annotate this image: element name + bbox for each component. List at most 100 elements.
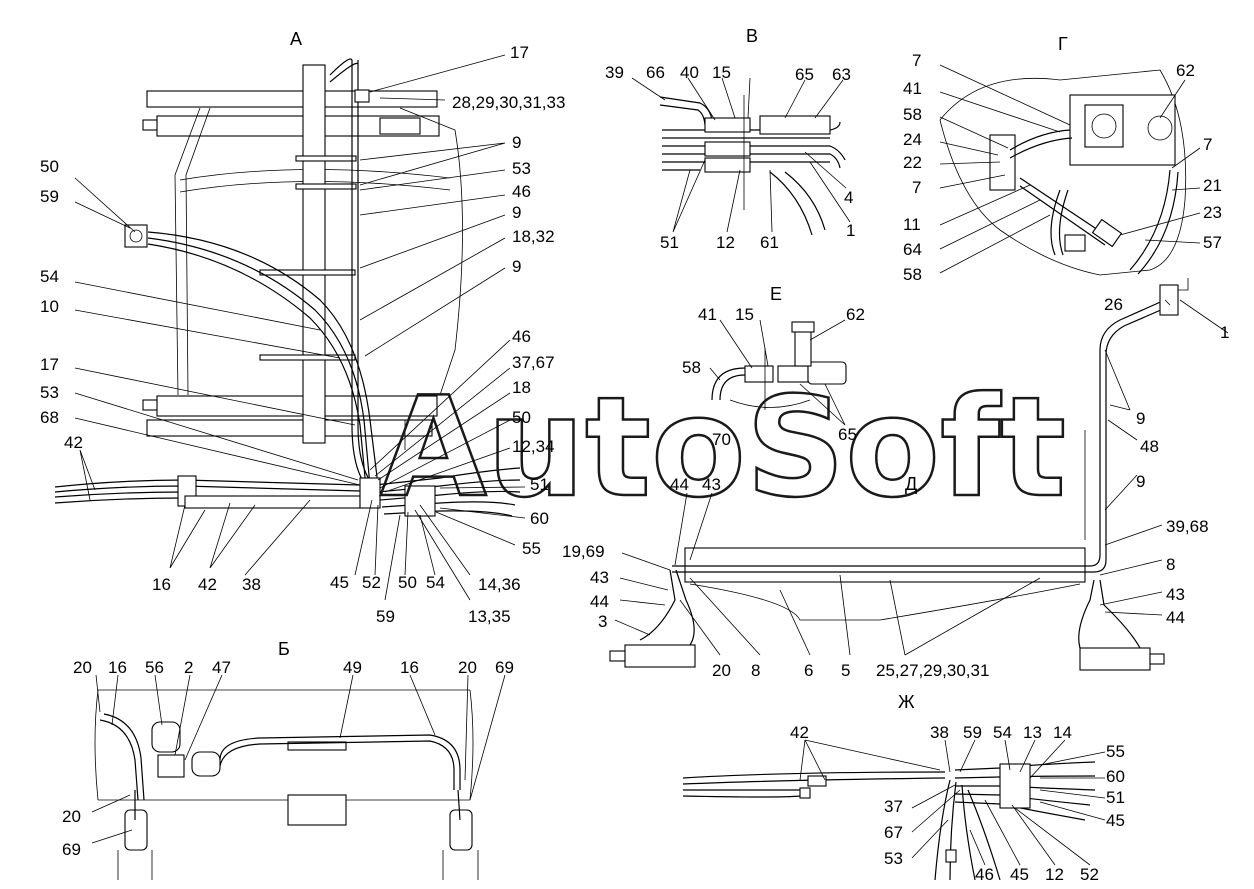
callout: 44 [1166, 608, 1185, 627]
watermark: AutoSoft [380, 367, 1066, 528]
callout: 13,35 [468, 607, 511, 626]
callout: 48 [1140, 437, 1159, 456]
callout: 50 [398, 573, 417, 592]
leader-lines [74, 54, 1229, 866]
callout: 53 [884, 849, 903, 868]
callout: 18,32 [512, 227, 555, 246]
view-g-drawing [939, 69, 1187, 276]
callout: 39 [605, 63, 624, 82]
callout: 51 [1106, 788, 1125, 807]
callout: 6 [804, 661, 813, 680]
callout: 9 [1136, 472, 1145, 491]
callout: 44 [670, 475, 689, 494]
callout: 47 [212, 658, 231, 677]
callout: 65 [838, 425, 857, 444]
callout: 58 [903, 105, 922, 124]
callout: 9 [512, 133, 521, 152]
callout: 69 [62, 840, 81, 859]
callout: 1 [1220, 323, 1229, 342]
callout: 16 [400, 658, 419, 677]
callout: 55 [522, 539, 541, 558]
callout: 24 [903, 130, 922, 149]
callout: 15 [735, 305, 754, 324]
callout: 69 [495, 658, 514, 677]
callout: 17 [510, 43, 529, 62]
callout: 63 [832, 65, 851, 84]
callout: 41 [698, 305, 717, 324]
callout: 59 [376, 607, 395, 626]
callout: 43 [1166, 585, 1185, 604]
view-a-drawing [54, 58, 521, 517]
callout: 49 [343, 658, 362, 677]
callout: 14,36 [478, 575, 521, 594]
callout: 61 [760, 233, 779, 252]
callout: 8 [751, 661, 760, 680]
callout: 53 [40, 383, 59, 402]
callout: 38 [930, 723, 949, 742]
callout: 45 [1106, 811, 1125, 830]
callout: 65 [795, 65, 814, 84]
callout: 67 [884, 823, 903, 842]
callout: 56 [145, 658, 164, 677]
callout: 20 [73, 658, 92, 677]
view-d-title: Д [905, 474, 917, 494]
callout: 44 [590, 592, 609, 611]
callout: 40 [680, 63, 699, 82]
callout: 60 [530, 509, 549, 528]
callout: 2 [184, 658, 193, 677]
callout: 8 [1166, 555, 1175, 574]
callout: 45 [330, 573, 349, 592]
view-zh-title: Ж [898, 692, 915, 712]
callout: 1 [846, 221, 855, 240]
view-a-title: А [290, 29, 302, 49]
callout: 5 [841, 661, 850, 680]
callout: 66 [646, 63, 665, 82]
callout: 52 [362, 573, 381, 592]
callout: 50 [512, 408, 531, 427]
callout: 58 [682, 358, 701, 377]
callout: 62 [1176, 61, 1195, 80]
callout: 68 [40, 408, 59, 427]
callout: 54 [993, 723, 1012, 742]
callout: 59 [963, 723, 982, 742]
callout: 39,68 [1166, 517, 1209, 536]
callout: 38 [242, 575, 261, 594]
callout: 7 [1203, 135, 1212, 154]
callout: 43 [702, 475, 721, 494]
view-b-title: Б [278, 639, 290, 659]
view-v-drawing [659, 95, 846, 236]
callout: 46 [512, 327, 531, 346]
callout: 42 [790, 723, 809, 742]
callout: 52 [1080, 865, 1099, 884]
callout: 10 [40, 297, 59, 316]
callout: 60 [1106, 767, 1125, 786]
callout: 28,29,30,31,33 [452, 93, 565, 112]
view-d-labels: 26 1 9 48 9 39,68 8 43 44 44 43 19,69 43… [562, 295, 1229, 680]
callout: 12,34 [512, 437, 555, 456]
callout: 53 [512, 159, 531, 178]
callout: 62 [846, 305, 865, 324]
callout: 17 [40, 355, 59, 374]
callout: 15 [712, 63, 731, 82]
callout: 51 [530, 475, 549, 494]
callout: 16 [108, 658, 127, 677]
callout: 19,69 [562, 542, 605, 561]
callout: 50 [40, 157, 59, 176]
callout: 25,27,29,30,31 [876, 661, 989, 680]
callout: 7 [912, 51, 921, 70]
view-g-title: Г [1058, 34, 1068, 54]
callout: 54 [426, 573, 445, 592]
view-d-drawing [609, 278, 1189, 671]
callout: 7 [912, 178, 921, 197]
view-v-title: В [746, 26, 758, 46]
callout: 57 [1203, 233, 1222, 252]
view-e-labels: 41 15 62 58 70 65 [682, 305, 865, 449]
callout: 46 [512, 182, 531, 201]
callout: 18 [512, 378, 531, 397]
callout: 55 [1106, 742, 1125, 761]
callout: 21 [1203, 176, 1222, 195]
view-v-labels: 39 66 40 15 65 63 4 51 12 61 1 [605, 63, 855, 252]
callout: 12 [716, 233, 735, 252]
callout: 16 [152, 575, 171, 594]
callout: 64 [903, 240, 922, 259]
